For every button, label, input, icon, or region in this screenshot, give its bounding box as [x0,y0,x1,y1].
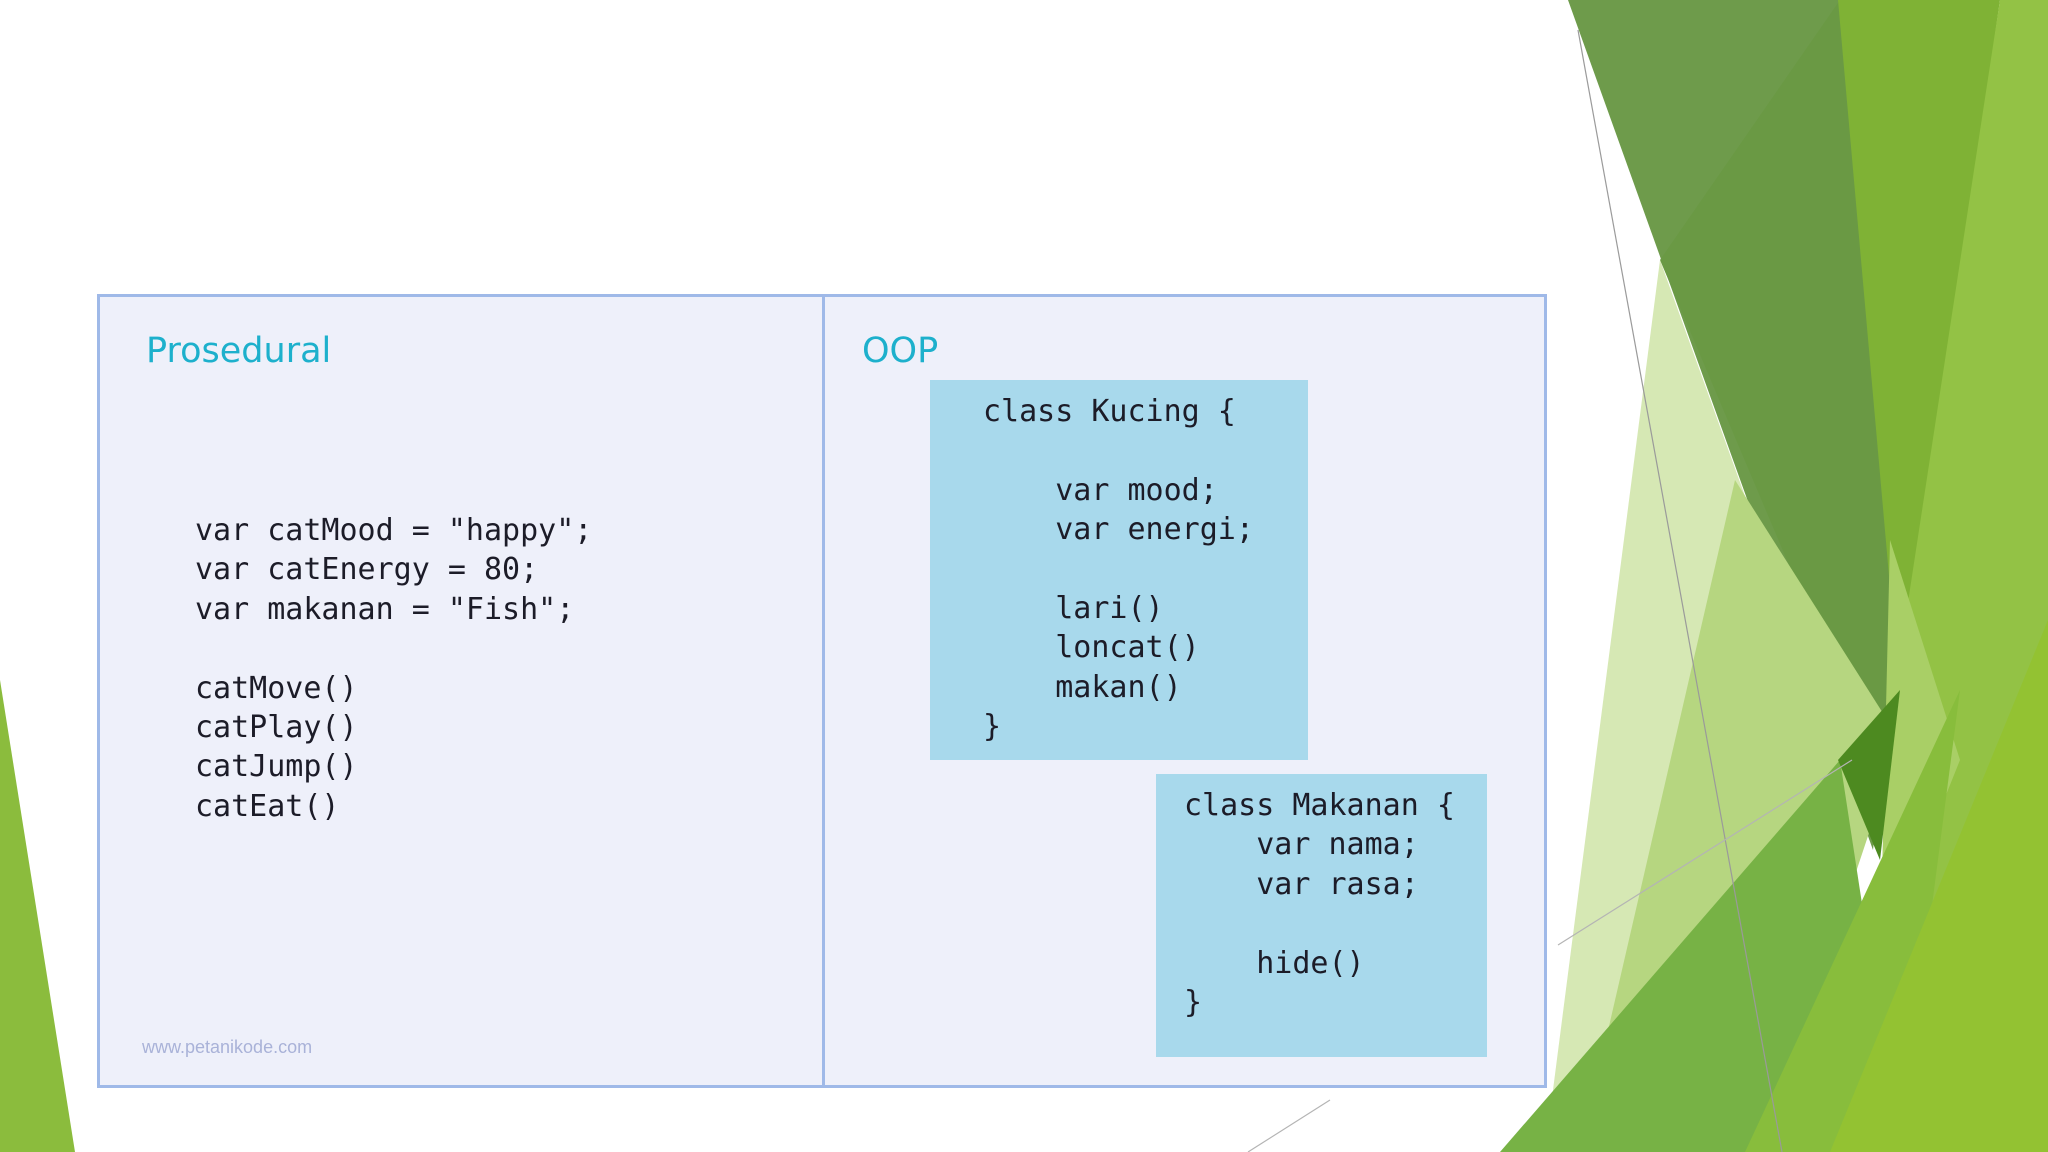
decor-shape-green-strip [1838,0,2000,700]
procedural-code: var catMood = "happy"; var catEnergy = 8… [195,513,593,824]
comparison-figure: Prosedural var catMood = "happy"; var ca… [97,294,1547,1088]
decor-line-vertical [1577,29,1783,1152]
panel-divider [822,297,825,1085]
decor-shape-left-sliver [0,680,75,1152]
kucing-class-code: class Kucing { var mood; var energi; lar… [983,394,1254,745]
decor-line-diagonal [1557,759,1853,946]
watermark: www.petanikode.com [142,1037,313,1057]
kucing-class-box: class Kucing { var mood; var energi; lar… [930,380,1308,760]
procedural-heading: Prosedural [146,331,332,371]
decor-shape-olive-mid [1660,0,1918,780]
oop-heading: OOP [862,331,939,371]
decor-shape-deep-notch [1838,690,1900,860]
makanan-class-box: class Makanan { var nama; var rasa; hide… [1156,774,1487,1057]
decor-line-bottom [1247,1099,1331,1152]
makanan-class-code: class Makanan { var nama; var rasa; hide… [1184,788,1455,1021]
decor-shape-bottom-right [1830,620,2048,1152]
